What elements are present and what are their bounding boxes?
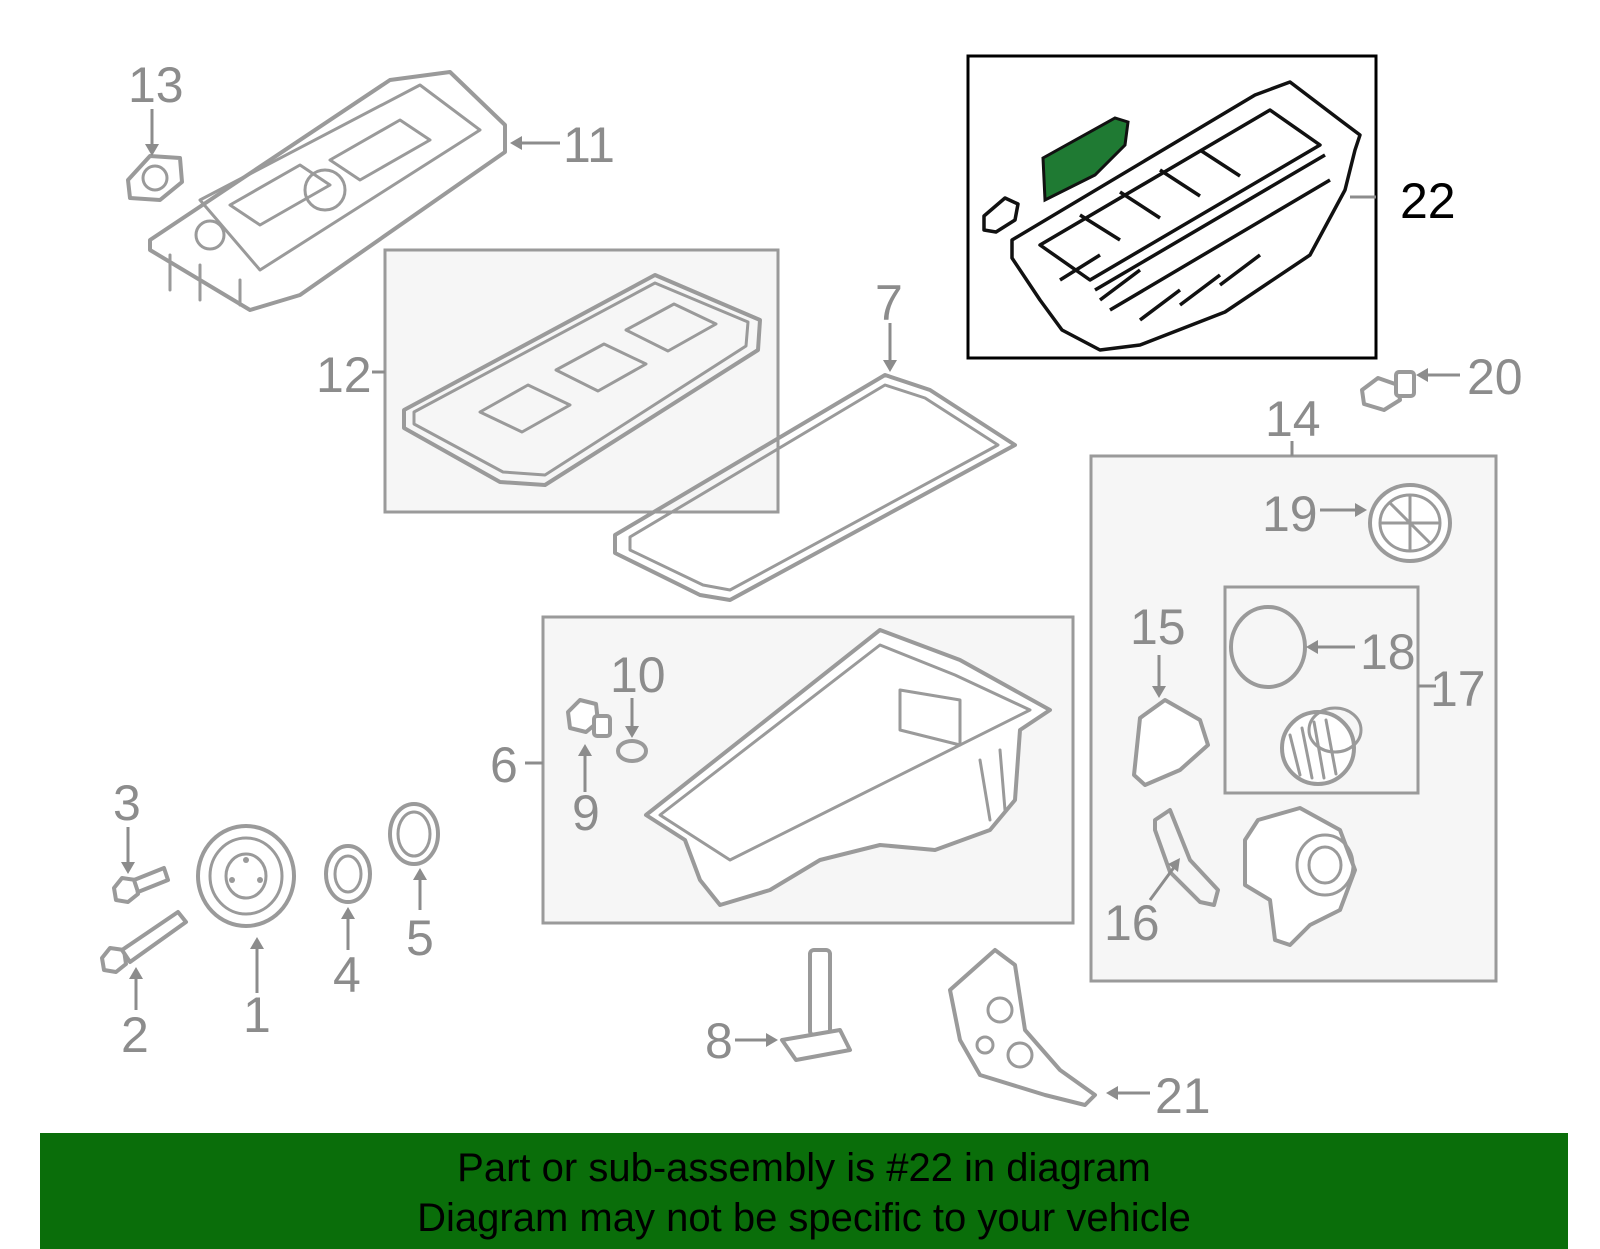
bolt-part-2 — [100, 910, 188, 974]
filter-element-part-17 — [1280, 706, 1363, 786]
callout-11: 11 — [563, 117, 615, 173]
intake-manifold-part-22 — [982, 80, 1362, 352]
banner-line-2: Diagram may not be specific to your vehi… — [417, 1196, 1191, 1240]
callout-15: 15 — [1130, 599, 1186, 655]
manifold-gasket-highlight — [1041, 116, 1130, 203]
callout-8: 8 — [705, 1013, 733, 1069]
washer-part-10 — [616, 739, 648, 763]
callout-13: 13 — [128, 57, 184, 113]
oil-pan-gasket-part-7 — [613, 373, 1017, 602]
callout-3: 3 — [113, 775, 141, 831]
banner-line-1: Part or sub-assembly is #22 in diagram — [457, 1146, 1151, 1190]
filter-cap-part-19 — [1368, 483, 1452, 563]
callout-20: 20 — [1467, 349, 1523, 405]
callout-17: 17 — [1430, 661, 1486, 717]
seal-part-16 — [1153, 808, 1220, 907]
valve-cover-gasket-part-12 — [402, 273, 762, 487]
bolt-part-3 — [112, 866, 170, 904]
leader-lines — [121, 109, 1460, 1100]
callout-22: 22 — [1400, 173, 1456, 229]
drain-plug-part-9 — [566, 698, 612, 738]
seal-part-4 — [324, 844, 372, 904]
callout-2: 2 — [121, 1007, 149, 1063]
seal-part-5 — [388, 802, 440, 866]
callout-21: 21 — [1155, 1068, 1211, 1124]
sensor-part-8 — [780, 948, 852, 1062]
gasket-part-15 — [1132, 698, 1210, 787]
callout-5: 5 — [406, 910, 434, 966]
pulley-part-1 — [196, 824, 296, 928]
callout-18: 18 — [1360, 624, 1416, 680]
plug-part-20 — [1360, 370, 1416, 412]
callout-16: 16 — [1104, 895, 1160, 951]
info-banner: Part or sub-assembly is #22 in diagram D… — [40, 1133, 1568, 1249]
gasket-part-13 — [126, 154, 184, 202]
callout-7: 7 — [875, 275, 903, 331]
cover-part-21 — [948, 948, 1097, 1107]
filter-housing — [1243, 806, 1357, 947]
oil-pan-part-6 — [644, 628, 1052, 907]
callout-9: 9 — [572, 785, 600, 841]
o-ring-part-18 — [1229, 605, 1307, 689]
valve-cover-part-11 — [148, 70, 507, 312]
callout-19: 19 — [1262, 486, 1318, 542]
callout-6: 6 — [490, 737, 518, 793]
callout-12: 12 — [316, 347, 372, 403]
callout-10: 10 — [610, 647, 666, 703]
callout-1: 1 — [243, 987, 271, 1043]
callout-14: 14 — [1265, 391, 1321, 447]
callout-4: 4 — [333, 947, 361, 1003]
